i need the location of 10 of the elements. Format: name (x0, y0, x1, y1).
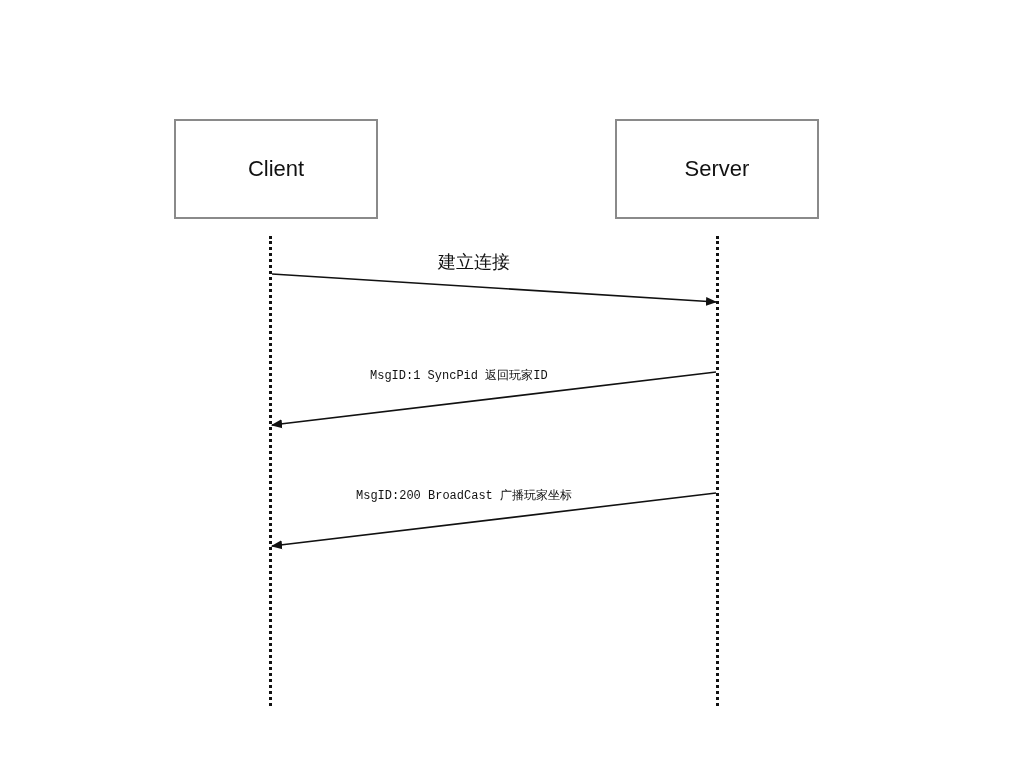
lifeline (269, 236, 272, 706)
message-arrow (270, 371, 717, 429)
message-label: 建立连接 (436, 250, 512, 274)
message-label: MsgID:200 BroadCast 广播玩家坐标 (354, 487, 575, 504)
participant-box: Client (174, 119, 378, 219)
message-arrow (271, 273, 718, 306)
lifeline (716, 236, 719, 706)
participant-box: Server (615, 119, 819, 219)
message-label: MsgID:1 SyncPid 返回玩家ID (368, 367, 550, 384)
message-arrow (270, 492, 717, 550)
